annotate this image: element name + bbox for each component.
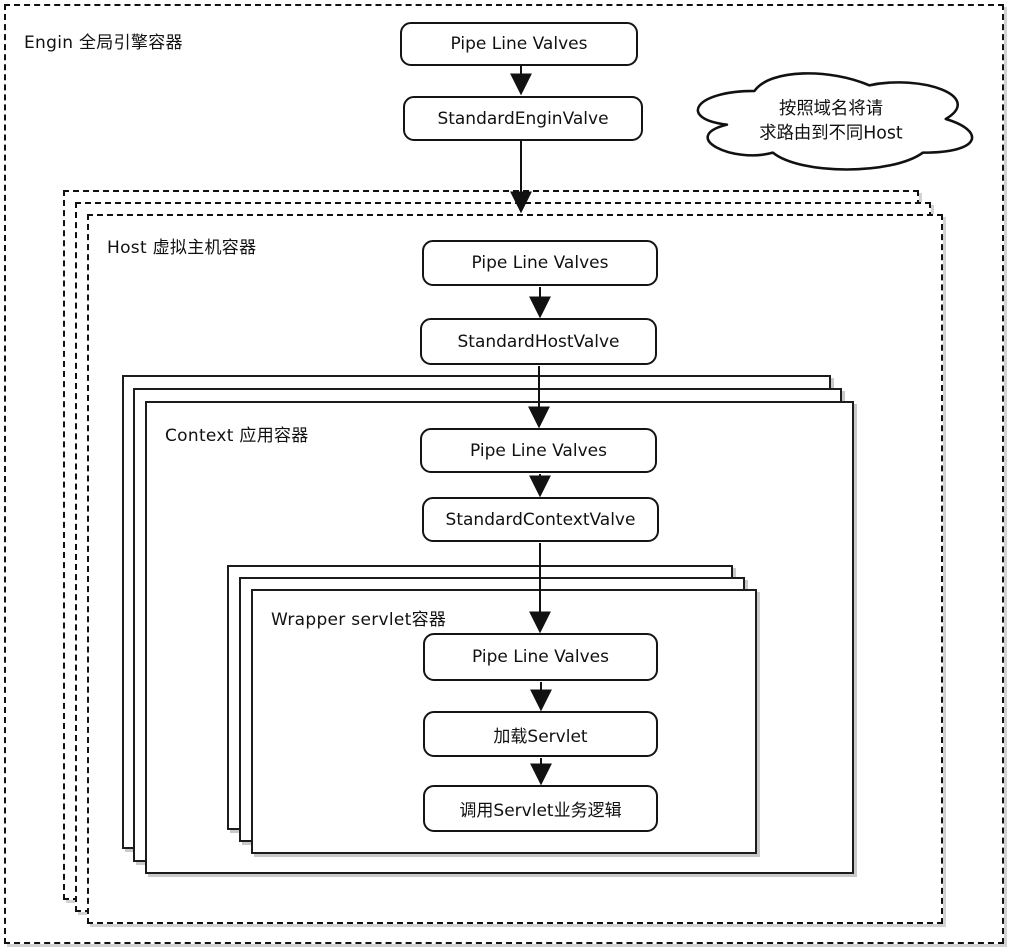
engine-container-label: Engin 全局引擎容器: [24, 33, 183, 53]
context-standard-valve-node: StandardContextValve: [422, 497, 659, 542]
wrapper-pipeline-valves-node: Pipe Line Valves: [423, 633, 658, 681]
wrapper-load-servlet-node: 加载Servlet: [423, 711, 658, 757]
wrapper-container-label: Wrapper servlet容器: [271, 610, 447, 630]
engine-pipeline-valves-node: Pipe Line Valves: [400, 22, 638, 66]
cloud-text-line2: 求路由到不同Host: [759, 123, 903, 143]
host-pipeline-valves-node: Pipe Line Valves: [422, 240, 658, 286]
wrapper-invoke-servlet-node: 调用Servlet业务逻辑: [423, 785, 658, 832]
host-container-label: Host 虚拟主机容器: [107, 238, 257, 258]
cloud-annotation: 按照域名将请 求路由到不同Host: [696, 72, 974, 171]
context-container-label: Context 应用容器: [165, 426, 309, 446]
engine-standard-valve-node: StandardEnginValve: [403, 96, 643, 141]
cloud-text-line1: 按照域名将请: [779, 99, 883, 119]
context-pipeline-valves-node: Pipe Line Valves: [420, 428, 657, 473]
cloud-shape-icon: [696, 72, 974, 171]
host-standard-valve-node: StandardHostValve: [420, 318, 657, 365]
